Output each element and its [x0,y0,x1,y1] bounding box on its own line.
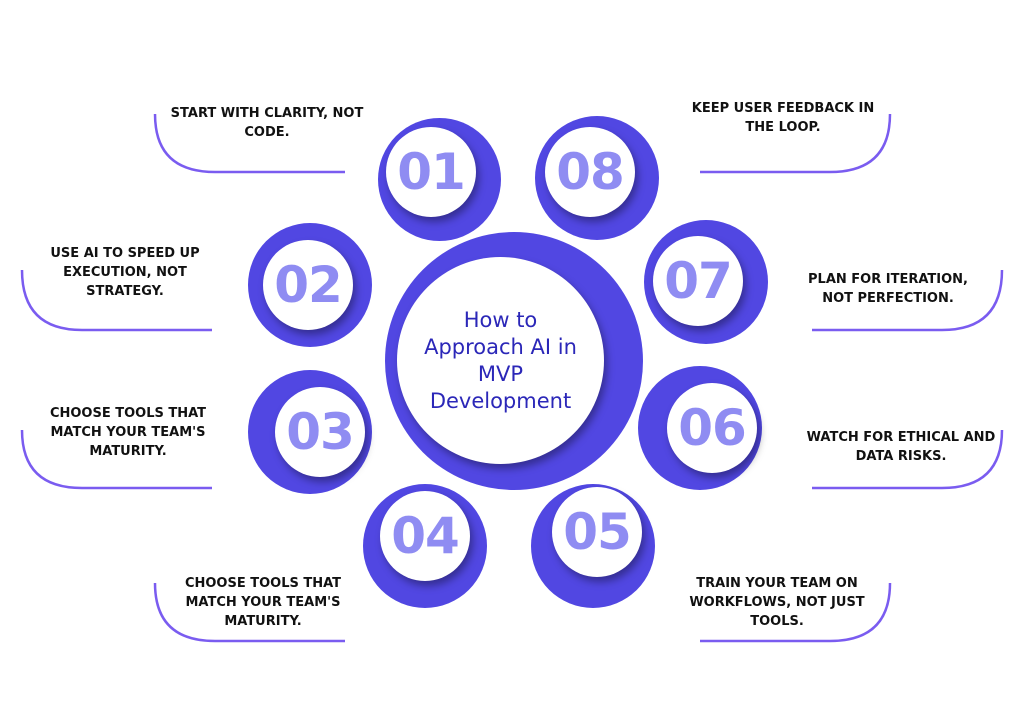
connector-07 [812,269,1004,332]
step-number: 07 [664,252,733,310]
step-06-text: WATCH FOR ETHICAL AND DATA RISKS. [806,430,996,464]
step-number: 01 [397,143,466,201]
step-08-badge: 08 [545,127,635,217]
connector-06 [812,429,1004,490]
step-05-text: TRAIN YOUR TEAM ON WORKFLOWS, NOT JUST T… [689,576,865,629]
step-01-text: START WITH CLARITY, NOT CODE. [170,106,364,140]
step-05-badge: 05 [552,487,642,577]
step-04-text: CHOOSE TOOLS THAT MATCH YOUR TEAM'S MATU… [184,576,342,629]
connector-08 [700,113,892,174]
center-disc: How to Approach AI in MVP Development [397,257,604,464]
step-07-badge: 07 [653,236,743,326]
connector-01 [153,113,345,174]
step-number: 04 [391,507,460,565]
step-01-badge: 01 [386,127,476,217]
step-number: 03 [286,403,355,461]
step-06-badge: 06 [667,383,757,473]
step-02-badge: 02 [263,240,353,330]
connector-03 [20,429,212,490]
step-07-text: PLAN FOR ITERATION, NOT PERFECTION. [808,272,968,306]
step-03-text: CHOOSE TOOLS THAT MATCH YOUR TEAM'S MATU… [49,406,207,459]
connector-04 [153,582,345,643]
connector-02 [20,269,212,332]
step-08-text: KEEP USER FEEDBACK IN THE LOOP. [691,101,875,135]
step-03-badge: 03 [275,387,365,477]
step-number: 05 [563,503,632,561]
step-02-text: USE AI TO SPEED UP EXECUTION, NOT STRATE… [50,246,200,299]
step-number: 08 [556,143,625,201]
step-number: 02 [274,256,343,314]
step-04-badge: 04 [380,491,470,581]
step-number: 06 [678,399,747,457]
diagram-title: How to Approach AI in MVP Development [424,307,577,413]
connector-05 [700,582,892,643]
